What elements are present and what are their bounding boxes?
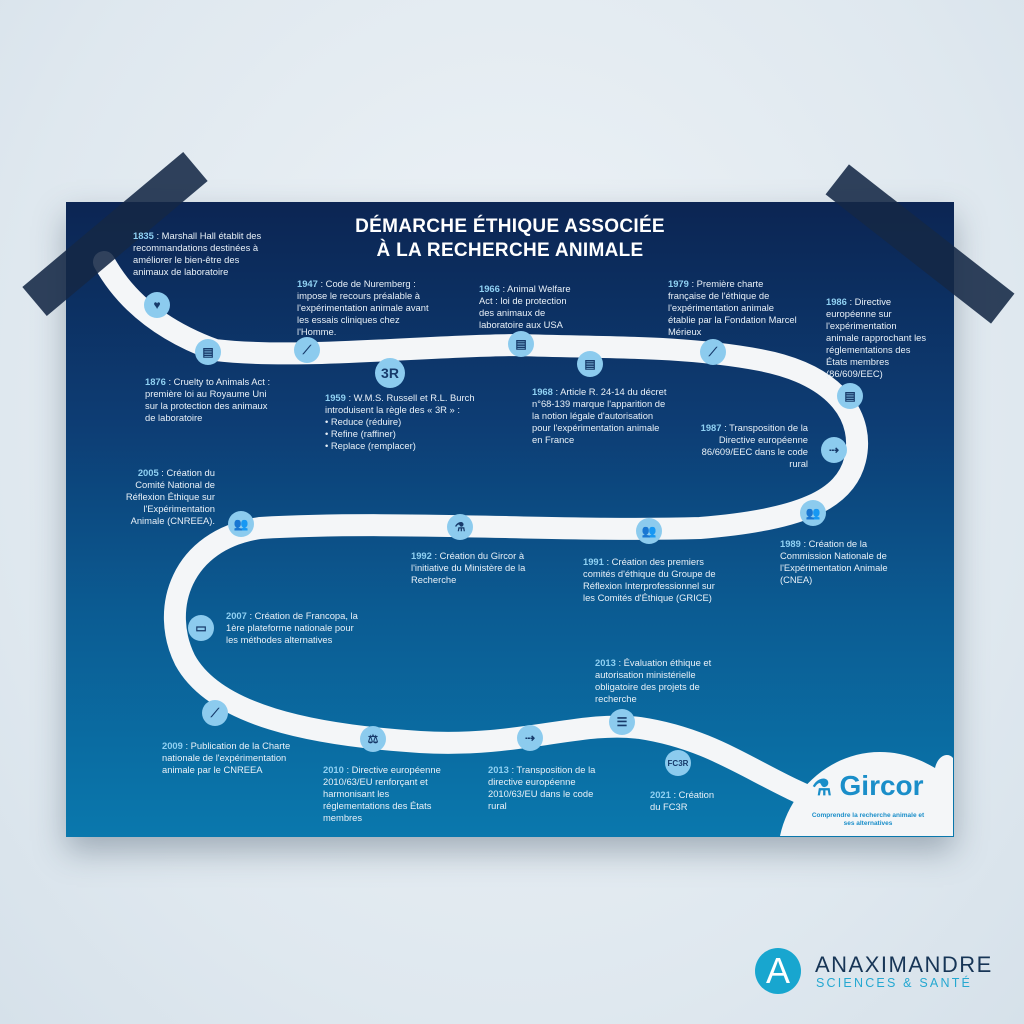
event-2005: 2005 : Création du Comité National de Ré… <box>112 467 215 527</box>
event-1986: 1986 : Directive européenne sur l'expéri… <box>826 296 931 380</box>
event-year: 1835 <box>133 230 154 241</box>
event-year: 1947 <box>297 278 318 289</box>
document-icon: ▤ <box>577 351 603 377</box>
clipboard-icon: ☰ <box>609 709 635 735</box>
3r-badge: 3R <box>375 358 405 388</box>
event-text: : Création du Gircor à l'initiative du M… <box>411 550 526 585</box>
event-text: : Directive européenne 2010/63/EU renfor… <box>323 764 441 823</box>
mouse-silhouette <box>780 752 953 836</box>
event-2013-evaluation: 2013 : Évaluation éthique et autorisatio… <box>595 657 730 705</box>
event-year: 1986 <box>826 296 847 307</box>
document-icon: ▤ <box>837 383 863 409</box>
event-text: : Transposition de la Directive européen… <box>701 422 808 469</box>
event-year: 2005 <box>137 467 159 478</box>
microscope-icon: ⚗ <box>447 514 473 540</box>
event-1991: 1991 : Création des premiers comités d'é… <box>583 556 728 604</box>
event-text: : Cruelty to Animals Act : première loi … <box>145 376 271 423</box>
event-year: 2021 <box>650 789 671 800</box>
event-year: 1992 <box>411 550 432 561</box>
event-year: 2009 <box>162 740 183 751</box>
bullet-item: • Refine (raffiner) <box>325 428 396 439</box>
event-year: 1968 <box>532 386 553 397</box>
microscope-mouse-icon: ⚗ <box>812 775 832 800</box>
brand-name: ANAXIMANDRE <box>815 952 993 977</box>
document-icon: ▤ <box>195 339 221 365</box>
scroll-icon: ⟋ <box>700 339 726 365</box>
event-year: 1989 <box>780 538 801 549</box>
event-text: : W.M.S. Russell et R.L. Burch introduis… <box>325 392 475 415</box>
event-year: 1959 <box>325 392 346 403</box>
transposition-icon: ⇢ <box>517 725 543 751</box>
gircor-logo: ⚗ Gircor <box>812 770 924 802</box>
scroll-icon: ⟋ <box>202 700 228 726</box>
event-2010: 2010 : Directive européenne 2010/63/EU r… <box>323 764 458 824</box>
group-icon: 👥 <box>228 511 254 537</box>
gircor-name: Gircor <box>839 770 924 801</box>
bullet-item: • Reduce (réduire) <box>325 416 402 427</box>
event-1959: 1959 : W.M.S. Russell et R.L. Burch intr… <box>325 392 485 452</box>
event-1989: 1989 : Création de la Commission Nationa… <box>780 538 915 586</box>
scales-icon: ⚖ <box>360 726 386 752</box>
event-text: : Code de Nuremberg : impose le recours … <box>297 278 429 337</box>
title-line: À LA RECHERCHE ANIMALE <box>376 240 644 261</box>
event-year: 2013 <box>595 657 616 668</box>
event-year: 2013 <box>488 764 509 775</box>
event-text: : Évaluation éthique et autorisation min… <box>595 657 712 704</box>
event-text: : Création de Francopa, la 1ère platefor… <box>226 610 358 645</box>
event-year: 1987 <box>700 422 722 433</box>
event-2007: 2007 : Création de Francopa, la 1ère pla… <box>226 610 366 646</box>
bullet-item: • Replace (remplacer) <box>325 440 416 451</box>
syringe-icon: ⟋ <box>294 337 320 363</box>
group-icon: 👥 <box>636 518 662 544</box>
event-text: : Animal Welfare Act : loi de protection… <box>479 283 571 330</box>
event-text: : Création des premiers comités d'éthiqu… <box>583 556 716 603</box>
event-1968: 1968 : Article R. 24-14 du décret n°68-1… <box>532 386 667 446</box>
event-year: 2007 <box>226 610 247 621</box>
event-2021: 2021 : Création du FC3R <box>650 789 725 813</box>
transposition-icon: ⇢ <box>821 437 847 463</box>
road-path <box>93 251 869 816</box>
event-text: : Création du Comité National de Réflexi… <box>125 467 215 526</box>
event-2009: 2009 : Publication de la Charte national… <box>162 740 292 776</box>
event-year: 1966 <box>479 283 500 294</box>
fc3r-logo: FC3R <box>665 750 691 776</box>
event-year: 1979 <box>668 278 689 289</box>
heart-icon: ♥ <box>144 292 170 318</box>
brand-subtitle: SCIENCES & SANTÉ <box>816 976 973 990</box>
event-1979: 1979 : Première charte française de l'ét… <box>668 278 798 338</box>
document-icon: ▤ <box>508 331 534 357</box>
event-text: : Transposition de la directive européen… <box>488 764 596 811</box>
computer-icon: ▭ <box>188 615 214 641</box>
event-1947: 1947 : Code de Nuremberg : impose le rec… <box>297 278 437 338</box>
event-1966: 1966 : Animal Welfare Act : loi de prote… <box>479 283 579 331</box>
event-text: : Article R. 24-14 du décret n°68-139 ma… <box>532 386 667 445</box>
title-line: DÉMARCHE ÉTHIQUE ASSOCIÉE <box>355 216 665 237</box>
event-1876: 1876 : Cruelty to Animals Act : première… <box>145 376 280 424</box>
event-text: : Marshall Hall établit des recommandati… <box>133 230 262 277</box>
event-year: 1876 <box>145 376 166 387</box>
event-2013-transposition: 2013 : Transposition de la directive eur… <box>488 764 608 812</box>
poster-title: DÉMARCHE ÉTHIQUE ASSOCIÉE À LA RECHERCHE … <box>300 215 720 263</box>
event-text: : Création de la Commission Nationale de… <box>780 538 888 585</box>
gircor-tagline: Comprendre la recherche animale et ses a… <box>811 812 925 827</box>
event-text: : Première charte française de l'éthique… <box>668 278 797 337</box>
event-text: : Directive européenne sur l'expérimenta… <box>826 296 927 379</box>
event-1835: 1835 : Marshall Hall établit des recomma… <box>133 230 268 278</box>
event-1987: 1987 : Transposition de la Directive eur… <box>688 422 808 470</box>
event-text: : Publication de la Charte nationale de … <box>162 740 291 775</box>
event-1992: 1992 : Création du Gircor à l'initiative… <box>411 550 551 586</box>
event-year: 2010 <box>323 764 344 775</box>
event-text: : Création du FC3R <box>650 789 715 812</box>
group-icon: 👥 <box>800 500 826 526</box>
event-year: 1991 <box>583 556 604 567</box>
anaximandre-logo-icon: A <box>755 948 801 994</box>
